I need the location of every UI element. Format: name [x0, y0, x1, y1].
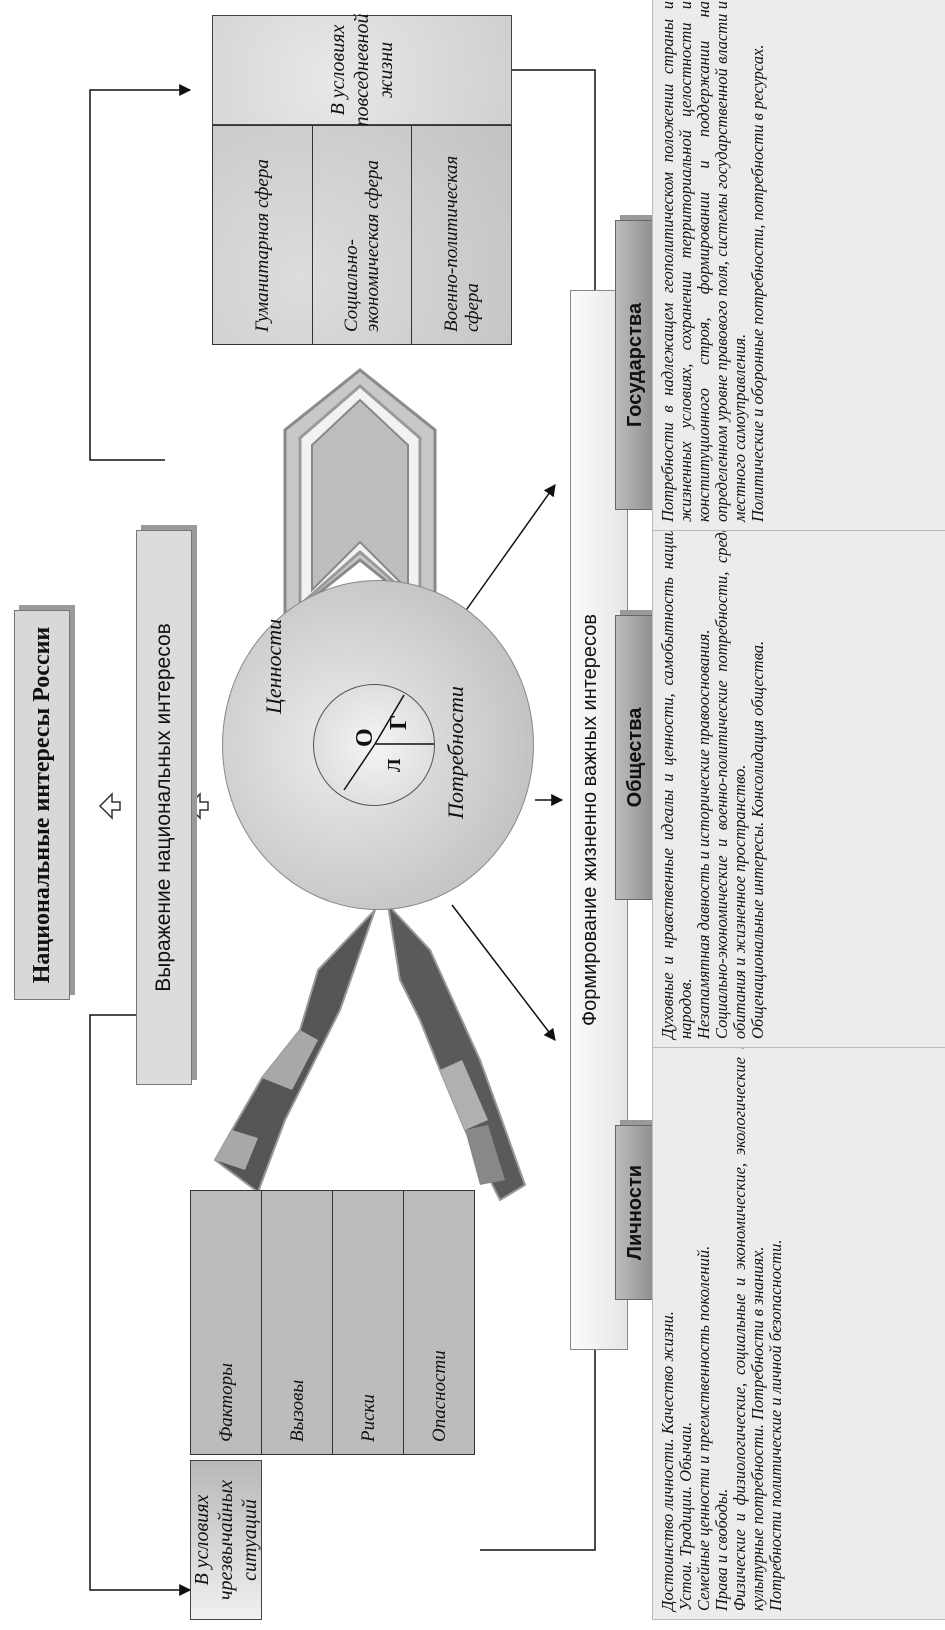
connector-to-emergency	[89, 1014, 192, 1596]
society-needs-column: Духовные и нравственные идеалы и ценност…	[652, 515, 945, 1048]
hollow-arrow-expression-to-core	[186, 792, 209, 820]
core-ellipse: Ценности Потребности О Л Г	[222, 580, 534, 910]
personality-item: Потребности политические и личной безопа…	[766, 1239, 785, 1611]
hollow-arrow-title-to-expression	[98, 792, 121, 820]
personality-item: Достоинство личности. Качество жизни.	[658, 1311, 677, 1611]
letter-state: Г	[386, 714, 412, 730]
society-item: Духовные и нравственные идеалы и ценност…	[658, 524, 695, 1039]
needs-label: Потребности	[443, 686, 468, 819]
personality-item: Физические и физиологические, социальные…	[730, 1041, 767, 1611]
everyday-label: В условиях повседневной жизни	[327, 13, 397, 127]
core-circle: О Л Г	[313, 684, 435, 806]
threat-risks: Риски	[333, 1191, 404, 1454]
tab-society-label: Общества	[623, 707, 646, 808]
state-needs-column: Потребности в надлежащем геополитическом…	[652, 0, 945, 531]
title-box: Национальные интересы России	[14, 610, 70, 1000]
expression-box: Выражение национальных интересов	[136, 530, 192, 1085]
personality-needs-column: Достоинство личности. Качество жизни. Ус…	[652, 1032, 945, 1620]
connector-to-everyday	[89, 84, 192, 461]
tab-personality-label: Личности	[623, 1164, 646, 1261]
society-item: Общенациональные интересы. Консолидация …	[748, 640, 767, 1039]
threat-factors: Факторы	[191, 1191, 262, 1454]
society-item: Незапамятная давность и исторические пра…	[694, 629, 713, 1039]
state-item: Потребности в надлежащем геополитическом…	[658, 1, 749, 522]
personality-item: Устои. Традиции. Обычаи.	[676, 1421, 695, 1611]
spheres-table: Гуманитарная сфера Социально-экономическ…	[212, 125, 512, 345]
chevron-arrow-everyday-to-core	[283, 368, 437, 624]
emergency-conditions-box: В условиях чрезвычайных ситуаций	[190, 1460, 262, 1620]
everyday-conditions-box: В условиях повседневной жизни	[212, 13, 512, 127]
tab-state-label: Государства	[623, 302, 646, 428]
sphere-humanitarian: Гуманитарная сфера	[213, 126, 313, 344]
lightning-bolt-upper	[213, 909, 376, 1194]
arrow-to-formation-right	[451, 484, 556, 631]
tab-society: Общества	[615, 615, 655, 900]
sphere-socio-economic: Социально-экономическая сфера	[312, 126, 413, 344]
tab-personality: Личности	[615, 1125, 655, 1300]
personality-item: Семейные ценности и преемственность поко…	[694, 1245, 713, 1611]
threat-dangers: Опасности	[428, 1350, 450, 1442]
personality-item: Права и свободы.	[712, 1488, 731, 1611]
arrow-to-formation-left	[451, 904, 556, 1041]
letter-personality: Л	[384, 758, 404, 772]
expression-label: Выражение национальных интересов	[152, 623, 175, 992]
sphere-military-political: Военно-политическая сфера	[440, 155, 483, 332]
letter-society: О	[352, 728, 378, 747]
formation-label: Формирование жизненно важных интересов	[579, 613, 601, 1027]
lightning-bolt-lower	[386, 901, 527, 1202]
society-item: Социально-экономические и военно-политич…	[712, 524, 749, 1039]
diagram-title: Национальные интересы России	[28, 626, 55, 984]
values-label: Ценности	[261, 618, 286, 714]
threat-challenges: Вызовы	[262, 1191, 333, 1454]
tab-state: Государства	[615, 220, 655, 510]
threats-table: Факторы Вызовы Риски Опасности	[190, 1190, 475, 1455]
state-item: Политические и оборонные потребности, по…	[748, 44, 767, 523]
core-dividers	[343, 694, 434, 791]
emergency-label: В условиях чрезвычайных ситуаций	[191, 1479, 261, 1601]
